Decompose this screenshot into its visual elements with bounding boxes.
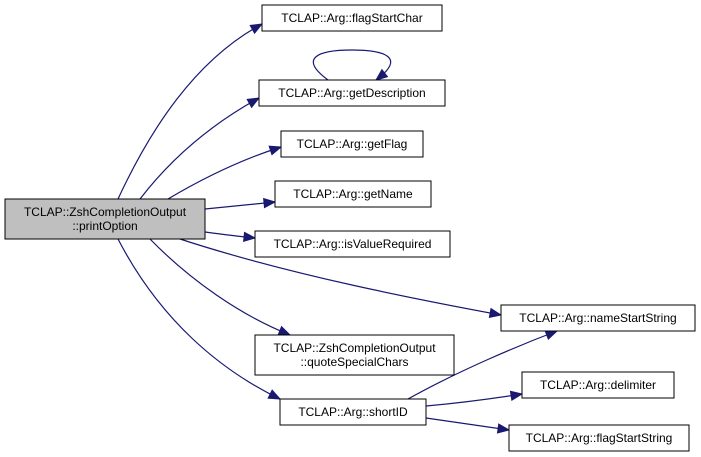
edge-root-to-getDescription bbox=[139, 97, 261, 200]
edge-line bbox=[312, 49, 392, 81]
node-getDescription[interactable]: TCLAP::Arg::getDescription bbox=[258, 79, 446, 107]
call-edges bbox=[117, 23, 559, 434]
arrowhead-icon bbox=[277, 325, 292, 336]
node-label: TCLAP::Arg::getName bbox=[293, 187, 413, 201]
edge-root-to-getFlag bbox=[167, 145, 283, 200]
edge-line bbox=[167, 146, 282, 200]
node-root[interactable]: TCLAP::ZshCompletionOutput::printOption bbox=[4, 198, 206, 240]
node-box bbox=[280, 130, 424, 158]
edge-line bbox=[149, 238, 291, 336]
node-nameStartString[interactable]: TCLAP::Arg::nameStartString bbox=[500, 304, 696, 332]
edge-root-to-nameStartString bbox=[179, 238, 503, 319]
edge-line bbox=[117, 238, 281, 400]
arrowhead-icon bbox=[249, 23, 264, 35]
node-box bbox=[500, 304, 696, 332]
node-shortID[interactable]: TCLAP::Arg::shortID bbox=[279, 398, 427, 426]
node-label: TCLAP::ZshCompletionOutput bbox=[24, 205, 187, 219]
edge-root-to-flagStartChar bbox=[117, 23, 264, 200]
node-box bbox=[254, 334, 455, 376]
edge-line bbox=[139, 97, 260, 200]
node-label: TCLAP::Arg::flagStartChar bbox=[281, 11, 422, 25]
edge-root-to-getName bbox=[204, 197, 277, 210]
node-label: TCLAP::Arg::flagStartString bbox=[526, 431, 673, 445]
edge-getDescription-to-getDescription bbox=[312, 49, 392, 81]
node-label: TCLAP::Arg::isValueRequired bbox=[274, 237, 432, 251]
node-quoteSpecialChars[interactable]: TCLAP::ZshCompletionOutput::quoteSpecial… bbox=[254, 334, 455, 376]
node-box bbox=[279, 398, 427, 426]
edge-line bbox=[407, 330, 558, 400]
node-flagStartChar[interactable]: TCLAP::Arg::flagStartChar bbox=[261, 4, 443, 32]
arrowhead-icon bbox=[243, 231, 257, 243]
node-box bbox=[274, 180, 432, 208]
node-getFlag[interactable]: TCLAP::Arg::getFlag bbox=[280, 130, 424, 158]
node-label: ::quoteSpecialChars bbox=[300, 355, 408, 369]
edge-shortID-to-flagStartString bbox=[425, 417, 511, 434]
arrowhead-icon bbox=[509, 390, 524, 401]
arrowhead-icon bbox=[246, 97, 261, 109]
arrowhead-icon bbox=[267, 389, 282, 400]
node-box bbox=[254, 230, 451, 258]
node-label: TCLAP::ZshCompletionOutput bbox=[273, 341, 436, 355]
node-box bbox=[508, 424, 690, 452]
node-label: TCLAP::Arg::getDescription bbox=[278, 86, 425, 100]
node-label: TCLAP::Arg::shortID bbox=[298, 405, 408, 419]
node-box bbox=[4, 198, 206, 240]
node-box bbox=[261, 4, 443, 32]
arrowhead-icon bbox=[263, 197, 277, 209]
edge-line bbox=[425, 393, 523, 407]
node-box bbox=[258, 79, 446, 107]
node-label: TCLAP::Arg::nameStartString bbox=[519, 311, 676, 325]
edge-root-to-isValueRequired bbox=[204, 231, 257, 243]
edge-line bbox=[179, 238, 502, 316]
edge-line bbox=[117, 23, 263, 200]
node-label: TCLAP::Arg::getFlag bbox=[297, 137, 408, 151]
node-flagStartString[interactable]: TCLAP::Arg::flagStartString bbox=[508, 424, 690, 452]
node-isValueRequired[interactable]: TCLAP::Arg::isValueRequired bbox=[254, 230, 451, 258]
edge-shortID-to-delimiter bbox=[425, 390, 524, 407]
function-nodes: TCLAP::ZshCompletionOutput::printOptionT… bbox=[4, 4, 696, 452]
arrowhead-icon bbox=[496, 423, 511, 434]
node-label: TCLAP::Arg::delimiter bbox=[540, 378, 656, 392]
node-getName[interactable]: TCLAP::Arg::getName bbox=[274, 180, 432, 208]
edge-line bbox=[425, 417, 510, 431]
arrowhead-icon bbox=[268, 145, 283, 156]
edge-root-to-shortID bbox=[117, 238, 282, 400]
node-label: ::printOption bbox=[72, 219, 137, 233]
arrowhead-icon bbox=[374, 68, 389, 81]
arrowhead-icon bbox=[544, 330, 559, 340]
node-delimiter[interactable]: TCLAP::Arg::delimiter bbox=[521, 371, 675, 399]
arrowhead-icon bbox=[488, 307, 503, 319]
node-box bbox=[521, 371, 675, 399]
